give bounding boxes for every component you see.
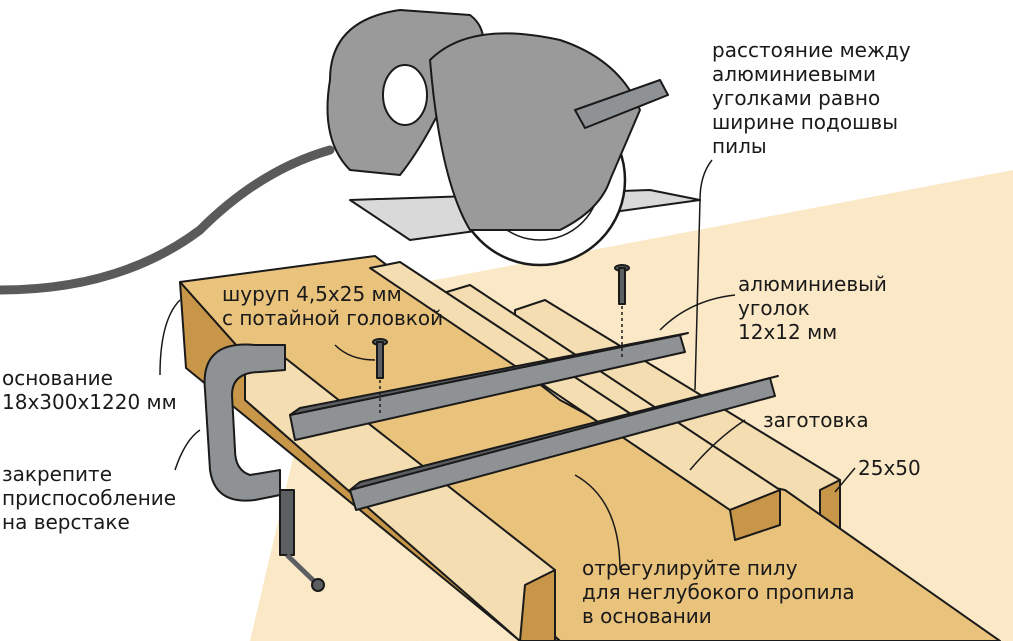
workpiece-side: [729, 489, 781, 541]
label-clamp-line: закрепите: [2, 462, 112, 486]
label-saw-distance-line: пилы: [712, 134, 767, 158]
leader-workpiece: [689, 419, 746, 471]
label-clamp-line: приспособление: [2, 486, 177, 510]
label-strip: 25х50: [858, 456, 921, 480]
label-workpiece: заготовка: [763, 408, 869, 432]
aluminium-angle-front-lip: [349, 375, 779, 491]
leader-angle: [659, 294, 736, 331]
label-angle-line: 12х12 мм: [738, 320, 838, 344]
label-base-line: основание: [2, 366, 113, 390]
label-saw-distance-line: алюминиевыми: [712, 62, 877, 86]
label-workpiece-line: заготовка: [763, 408, 869, 432]
label-saw-distance-line: ширине подошвы: [712, 110, 898, 134]
label-clamp-line: на верстаке: [2, 510, 130, 534]
leader-clamp: [174, 429, 201, 471]
c-clamp-icon: [203, 343, 325, 592]
label-adjust-line: в основании: [582, 604, 712, 628]
leader-strip: [834, 467, 856, 493]
leader-base: [159, 299, 181, 376]
label-adjust-line: для неглубокого пропила: [582, 580, 855, 604]
label-angle-line: уголок: [738, 296, 810, 320]
countersunk-screw-icon: [614, 264, 630, 360]
leader-screw: [334, 344, 376, 361]
label-angle-line: алюминиевый: [738, 272, 887, 296]
countersunk-screw-icon: [372, 338, 388, 415]
label-saw-distance-line: расстояние между: [712, 38, 911, 62]
label-adjust-line: отрегулируйте пилу: [582, 556, 798, 580]
aluminium-angle-back-lip: [289, 332, 689, 416]
label-screw-line: с потайной головкой: [222, 306, 444, 330]
leader-lines: [159, 159, 856, 571]
circular-saw-icon: [326, 9, 701, 267]
leader-saw-distance: [694, 159, 713, 391]
leader-adjust: [574, 474, 621, 571]
guide-board-front-side: [519, 569, 556, 641]
label-screw-line: шуруп 4,5х25 мм: [222, 282, 402, 306]
power-cord: [0, 145, 335, 295]
label-strip-line: 25х50: [858, 456, 921, 480]
label-base-line: 18х300х1220 мм: [2, 390, 177, 414]
label-saw-distance-line: уголками равно: [712, 86, 881, 110]
